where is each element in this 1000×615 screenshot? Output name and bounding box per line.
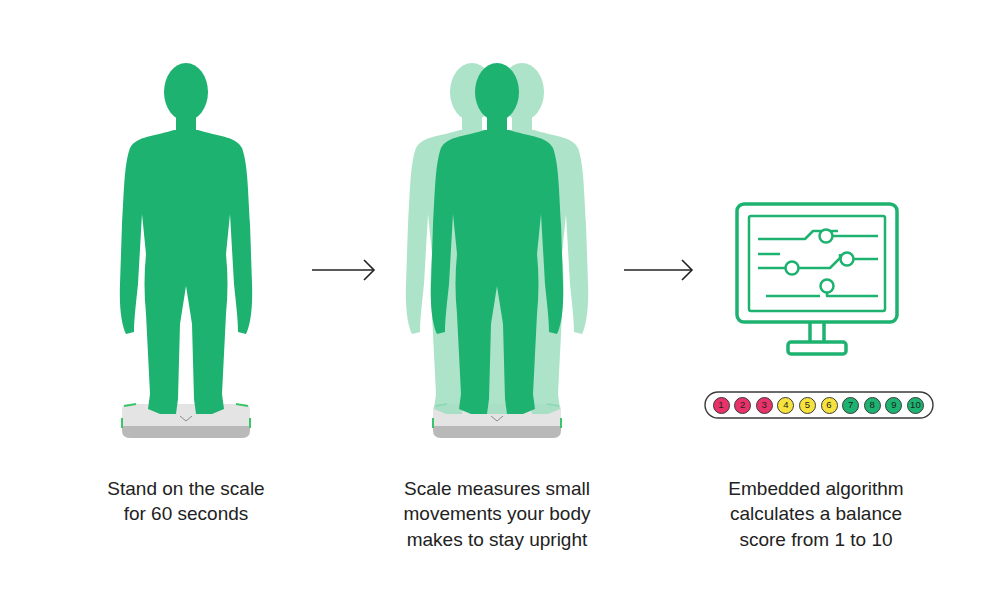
score-number: 6 [826,400,831,410]
step-panel: Stand on the scale for 60 seconds [70,50,302,540]
step-panel: Embedded algorithm calculates a balance … [698,50,934,540]
score-number: 1 [718,400,723,410]
score-dot: 10 [907,397,924,414]
sway-ghost [406,63,588,414]
score-number: 7 [848,400,853,410]
score-number: 9 [891,400,896,410]
score-dot: 3 [756,397,773,414]
monitor-icon [737,204,897,354]
scale-device [122,404,250,438]
score-number: 10 [910,400,921,410]
score-dot: 2 [734,397,751,414]
score-number: 4 [783,400,788,410]
score-number: 3 [762,400,767,410]
score-bar [705,392,933,418]
score-number: 8 [870,400,875,410]
score-dot: 4 [777,397,794,414]
step-caption: Scale measures small movements your body… [386,476,608,552]
score-dot: 6 [821,397,838,414]
score-dot: 7 [842,397,859,414]
flow-arrow [624,260,692,280]
score-number: 5 [805,400,810,410]
score-dot: 8 [864,397,881,414]
standing-figure [431,63,563,414]
score-dot: 1 [713,397,730,414]
step-caption: Embedded algorithm calculates a balance … [709,476,923,552]
score-dot: 5 [799,397,816,414]
score-dot: 9 [885,397,902,414]
step-panel: Scale measures small movements your body… [380,50,614,540]
step-caption: Stand on the scale for 60 seconds [76,476,296,527]
score-number: 2 [740,400,745,410]
flow-arrow [312,260,374,280]
standing-figure [120,63,252,414]
